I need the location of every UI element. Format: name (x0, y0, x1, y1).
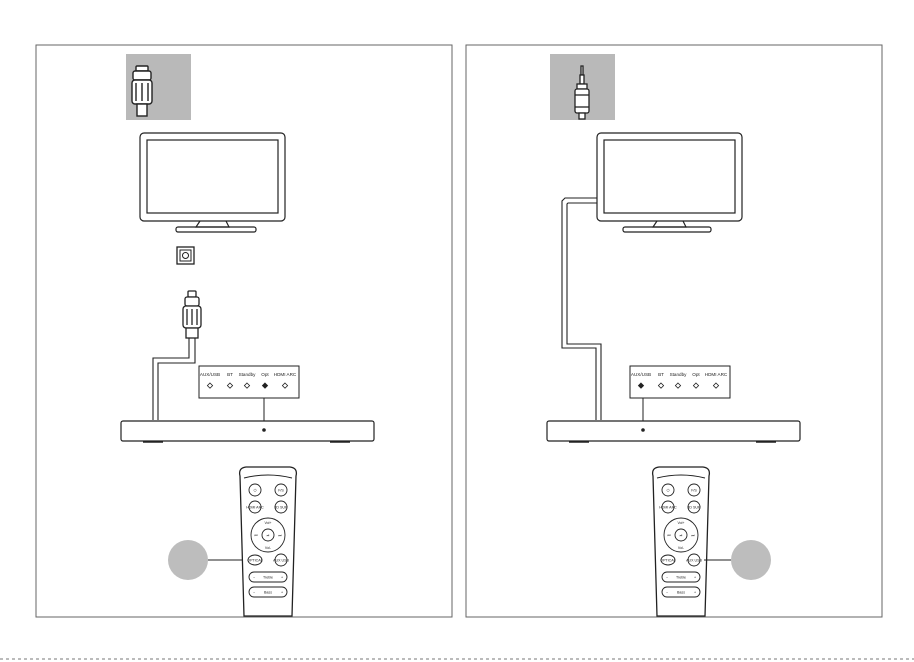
source-button-label: F/S (691, 488, 697, 492)
play-pause-icon: ⏯ (267, 533, 270, 537)
aux-jack-icon (550, 54, 615, 120)
volume-up-label[interactable]: Vol+ (264, 521, 271, 525)
power-button-label: ⏻ (667, 488, 670, 492)
power-button-label: ⏻ (254, 488, 257, 492)
volume-down-label[interactable]: Vol- (678, 546, 685, 550)
indicator-label: AUX/USB (200, 372, 220, 377)
treble-control-label: Treble (676, 575, 686, 579)
optical-button-label: OPTICAL (247, 558, 262, 562)
marker-circle (731, 540, 771, 580)
svg-text:+: + (281, 590, 283, 594)
aux-usb-button-label: AUX USB (686, 558, 702, 562)
indicator-label: BT (227, 372, 233, 377)
aux-usb-button-label: AUX USB (273, 558, 289, 562)
soundbar-right (547, 421, 800, 442)
optical-plug-icon (126, 54, 191, 120)
hdmi-arc-button-label: HDMI ARC (659, 505, 677, 509)
treble-control-label: Treble (263, 575, 273, 579)
surround-button-label: 3D SUR (274, 505, 288, 509)
svg-text:−: − (253, 575, 255, 579)
indicator-label: BT (658, 372, 664, 377)
indicator-label: HDMI ARC (705, 372, 728, 377)
soundbar-left (121, 421, 374, 442)
hdmi-arc-button-label: HDMI ARC (246, 505, 264, 509)
svg-text:−: − (666, 575, 668, 579)
indicator-label: Opt (261, 372, 269, 377)
svg-text:+: + (281, 575, 283, 579)
svg-text:−: − (253, 590, 255, 594)
volume-up-label[interactable]: Vol+ (677, 521, 684, 525)
source-button-label: F/S (278, 488, 284, 492)
svg-text:+: + (694, 590, 696, 594)
bass-control-label: Bass (264, 590, 272, 594)
svg-text:−: − (666, 590, 668, 594)
svg-text:+: + (694, 575, 696, 579)
bass-control-label: Bass (677, 590, 685, 594)
indicator-label: Opt (692, 372, 700, 377)
marker-circle (168, 540, 208, 580)
play-pause-icon: ⏯ (680, 533, 683, 537)
surround-button-label: 3D SUR (687, 505, 701, 509)
indicator-label: AUX/USB (631, 372, 651, 377)
optical-button-label: OPTICAL (660, 558, 675, 562)
indicator-label: HDMI ARC (274, 372, 297, 377)
indicator-label: Standby (239, 372, 257, 377)
volume-down-label[interactable]: Vol- (265, 546, 272, 550)
optical-socket-icon (177, 247, 194, 264)
indicator-label: Standby (670, 372, 688, 377)
